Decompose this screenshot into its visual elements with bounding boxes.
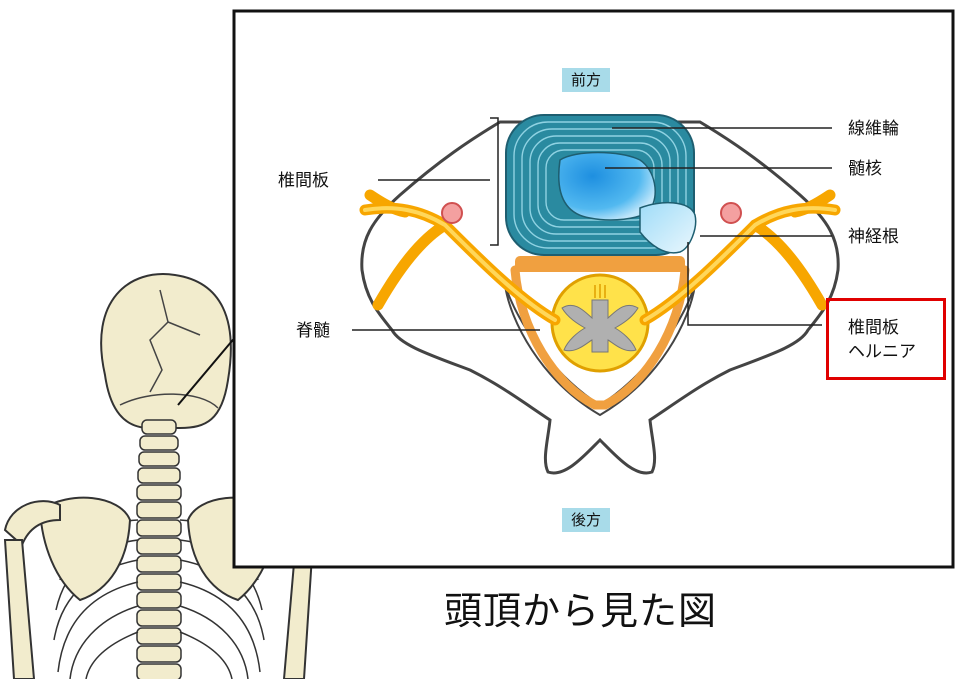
hernia-label-line1: 椎間板 — [848, 318, 899, 338]
anterior-label: 前方 — [562, 68, 611, 92]
nerve-root-label: 神経根 — [848, 227, 899, 247]
vertebra — [359, 114, 841, 475]
intervertebral-disc-label: 椎間板 — [278, 171, 329, 191]
ganglion-left — [441, 202, 463, 224]
gray-matter — [561, 299, 639, 353]
posterior-label: 後方 — [562, 508, 611, 532]
spinal-cord-label: 脊髄 — [296, 321, 330, 341]
left-shoulder — [3, 500, 61, 547]
left-humerus — [3, 539, 36, 679]
leader-lines — [352, 117, 832, 331]
ganglion-right — [720, 202, 742, 224]
figure-caption: 頭頂から見た図 — [444, 589, 718, 633]
left-scapula — [38, 496, 132, 602]
hernia-label-line2: ヘルニア — [848, 342, 916, 362]
pointer-line — [177, 334, 238, 406]
skull — [100, 273, 232, 429]
nerve-roots-core — [363, 206, 837, 322]
herniation — [639, 201, 697, 254]
hernia-highlight-box — [826, 298, 946, 380]
ligament-ring — [510, 265, 690, 410]
posterior-ligament — [515, 256, 685, 272]
spine — [136, 419, 182, 679]
annulus-fibrosus-label: 線維輪 — [848, 119, 899, 139]
nucleus-pulposus-label: 髄核 — [848, 159, 882, 179]
